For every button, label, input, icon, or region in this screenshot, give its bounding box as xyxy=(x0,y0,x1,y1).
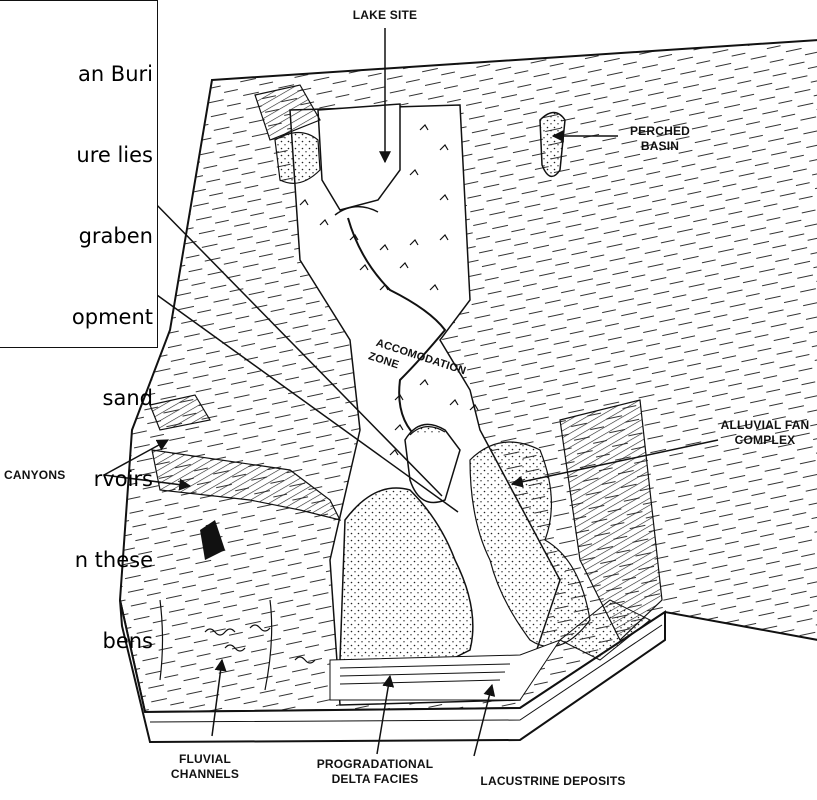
callout-line: n these xyxy=(0,547,153,574)
label-alluvial-line1: ALLUVIAL FAN xyxy=(713,418,817,433)
label-progradational-delta: PROGRADATIONAL DELTA FACIES xyxy=(300,757,450,787)
callout-text: an Buri ure lies graben opment sand rvoi… xyxy=(0,7,157,709)
label-alluvial-line2: COMPLEX xyxy=(713,433,817,448)
label-perched-basin-line2: BASIN xyxy=(620,139,700,154)
callout-line: an Buri xyxy=(0,61,153,88)
label-alluvial-fan-complex: ALLUVIAL FAN COMPLEX xyxy=(713,418,817,448)
callout-line: graben xyxy=(0,223,153,250)
label-fluvial-channels: FLUVIAL CHANNELS xyxy=(155,752,255,782)
upper-left-fan xyxy=(275,133,320,184)
callout-line: bens xyxy=(0,628,153,655)
label-delta-line2: DELTA FACIES xyxy=(300,772,450,787)
label-fluvial-line1: FLUVIAL xyxy=(155,752,255,767)
callout-line: ure lies xyxy=(0,142,153,169)
label-lake-site: LAKE SITE xyxy=(345,8,425,23)
label-canyons: CANYONS xyxy=(0,468,112,483)
callout-line: sand xyxy=(0,385,153,412)
callout-line: opment xyxy=(0,304,153,331)
label-lacustrine-deposits: LACUSTRINE DEPOSITS xyxy=(458,774,648,789)
label-delta-line1: PROGRADATIONAL xyxy=(300,757,450,772)
label-perched-basin: PERCHED BASIN xyxy=(620,124,700,154)
label-fluvial-line2: CHANNELS xyxy=(155,767,255,782)
callout-box: an Buri ure lies graben opment sand rvoi… xyxy=(0,0,158,348)
label-perched-basin-line1: PERCHED xyxy=(620,124,700,139)
